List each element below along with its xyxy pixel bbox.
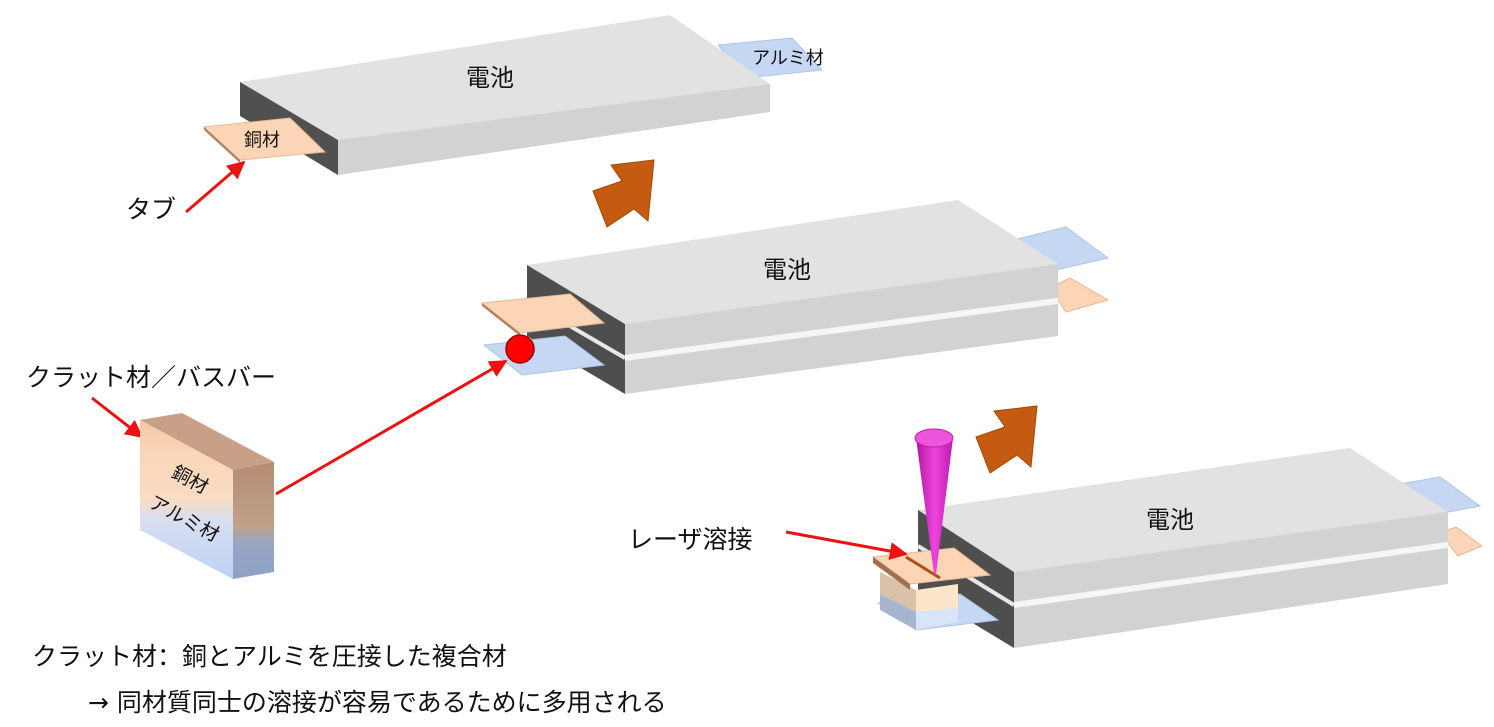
battery-bottom: 電池 bbox=[871, 428, 1484, 648]
busbar-aluminum-front bbox=[916, 606, 958, 630]
caption-line-1: クラット材：銅とアルミを圧接した複合材 bbox=[32, 642, 507, 671]
battery-top-label: 電池 bbox=[466, 64, 514, 92]
tab-pointer-arrow bbox=[185, 160, 246, 214]
weld-point-marker bbox=[505, 334, 535, 364]
battery-side-face bbox=[918, 510, 1014, 648]
laser-pointer-arrow bbox=[785, 530, 908, 560]
tab-label: タブ bbox=[126, 195, 176, 224]
clad-block-front bbox=[140, 420, 233, 579]
battery-middle: 電池 bbox=[480, 200, 1110, 394]
copper-tab-middle-edge bbox=[482, 303, 520, 336]
battery-front-upper bbox=[625, 264, 1058, 355]
laser-beam bbox=[916, 438, 953, 574]
busbar-copper-layer bbox=[916, 584, 958, 612]
battery-top-face bbox=[527, 200, 1058, 324]
battery-front-lower bbox=[625, 304, 1058, 394]
battery-top-face bbox=[918, 448, 1448, 572]
battery-front-face bbox=[338, 84, 770, 175]
battery-front-gap bbox=[1014, 542, 1448, 608]
process-arrow-1 bbox=[592, 159, 655, 228]
battery-top: 電池 アルミ材 銅材 bbox=[202, 15, 824, 175]
battery-front-gap bbox=[625, 298, 1058, 361]
battery-front-upper bbox=[1014, 512, 1448, 602]
copper-tab-bottom-back bbox=[1439, 526, 1484, 557]
battery-bottom-label: 電池 bbox=[1146, 506, 1194, 534]
copper-tab-middle-back bbox=[1049, 277, 1110, 313]
copper-tab-middle bbox=[480, 293, 606, 334]
laser-welding-label: レーザ溶接 bbox=[628, 525, 753, 554]
copper-tab-top-edge bbox=[204, 127, 240, 163]
battery-top-face bbox=[240, 15, 770, 140]
clad-block-top bbox=[140, 413, 274, 470]
caption-line-2: → 同材質同士の溶接が容易であるために多用される bbox=[88, 688, 667, 717]
aluminum-top-label: アルミ材 bbox=[752, 48, 824, 69]
process-arrow-2 bbox=[975, 405, 1038, 474]
weld-seam bbox=[905, 555, 941, 580]
clad-block-side bbox=[233, 462, 274, 579]
clad-pointer-arrow bbox=[91, 396, 144, 439]
battery-middle-label: 電池 bbox=[763, 256, 811, 284]
battery-front-lower bbox=[1014, 548, 1448, 648]
laser-beam-top bbox=[914, 428, 954, 448]
clad-material-block: 銅材 アルミ材 bbox=[140, 413, 274, 579]
copper-top-label: 銅材 bbox=[244, 130, 280, 151]
clad-to-weld-arrow bbox=[275, 359, 508, 496]
busbar-side bbox=[880, 572, 916, 612]
clad-busbar-label: クラット材／バスバー bbox=[26, 363, 276, 392]
busbar-aluminum-layer bbox=[880, 594, 916, 630]
copper-tab-bottom-edge bbox=[873, 557, 910, 590]
